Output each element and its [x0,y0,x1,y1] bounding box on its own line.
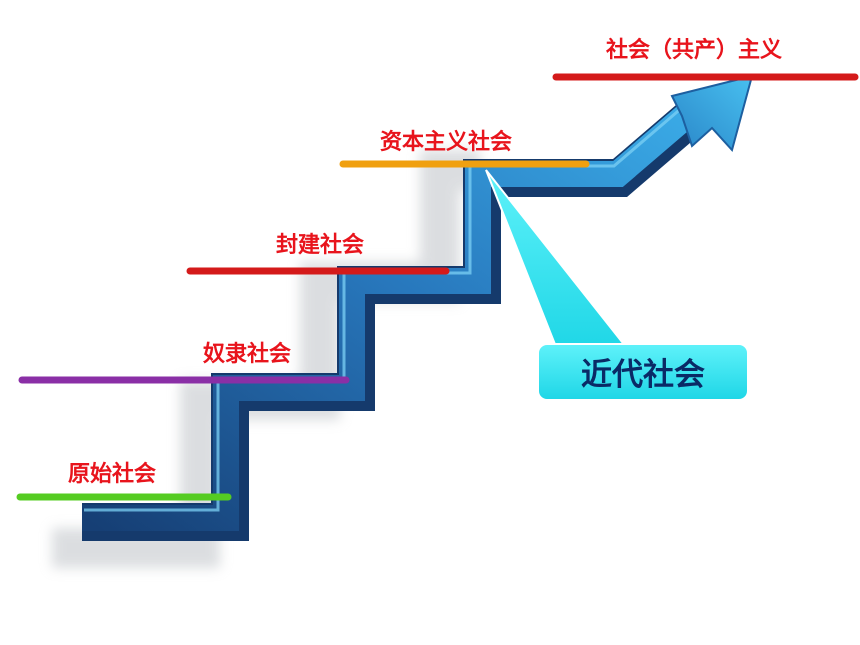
stage-labels: 原始社会 奴隶社会 封建社会 资本主义社会 社会（共产）主义 [68,37,782,487]
staircase-highlight [82,104,697,531]
stage-label-primitive: 原始社会 [68,461,156,487]
callout-box [537,343,749,401]
stage-label-socialist: 社会（共产）主义 [606,37,782,63]
callout-label: 近代社会 [581,357,705,393]
stage-label-capitalist: 资本主义社会 [380,129,512,155]
stage-label-slave: 奴隶社会 [202,341,291,367]
callout-pointer [485,169,633,353]
stage-level-lines [16,73,859,501]
stage-label-feudal: 封建社会 [276,232,364,258]
